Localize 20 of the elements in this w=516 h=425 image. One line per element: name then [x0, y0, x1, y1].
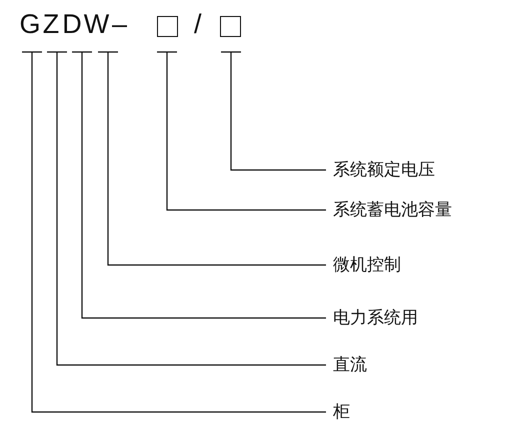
leader-line	[220, 51, 327, 171]
leader-label: 柜	[333, 401, 350, 423]
leader-label: 系统额定电压	[333, 159, 435, 181]
leader-label: 系统蓄电池容量	[333, 199, 452, 221]
leader-line	[71, 51, 327, 319]
leader-line	[156, 51, 327, 211]
leader-label: 直流	[333, 354, 367, 376]
code-letter: D	[61, 8, 83, 52]
dash-sign: –	[112, 8, 128, 40]
leader-line	[97, 51, 327, 266]
leader-label: 电力系统用	[333, 307, 418, 329]
code-letter: Z	[41, 8, 61, 52]
blank-box	[157, 16, 178, 37]
code-letter: G	[19, 8, 41, 52]
leader-line	[46, 51, 327, 366]
leader-line	[21, 51, 327, 413]
slash-sign: /	[194, 8, 202, 40]
blank-box	[220, 16, 241, 37]
code-letter: W	[83, 8, 110, 52]
leader-label: 微机控制	[333, 254, 401, 276]
